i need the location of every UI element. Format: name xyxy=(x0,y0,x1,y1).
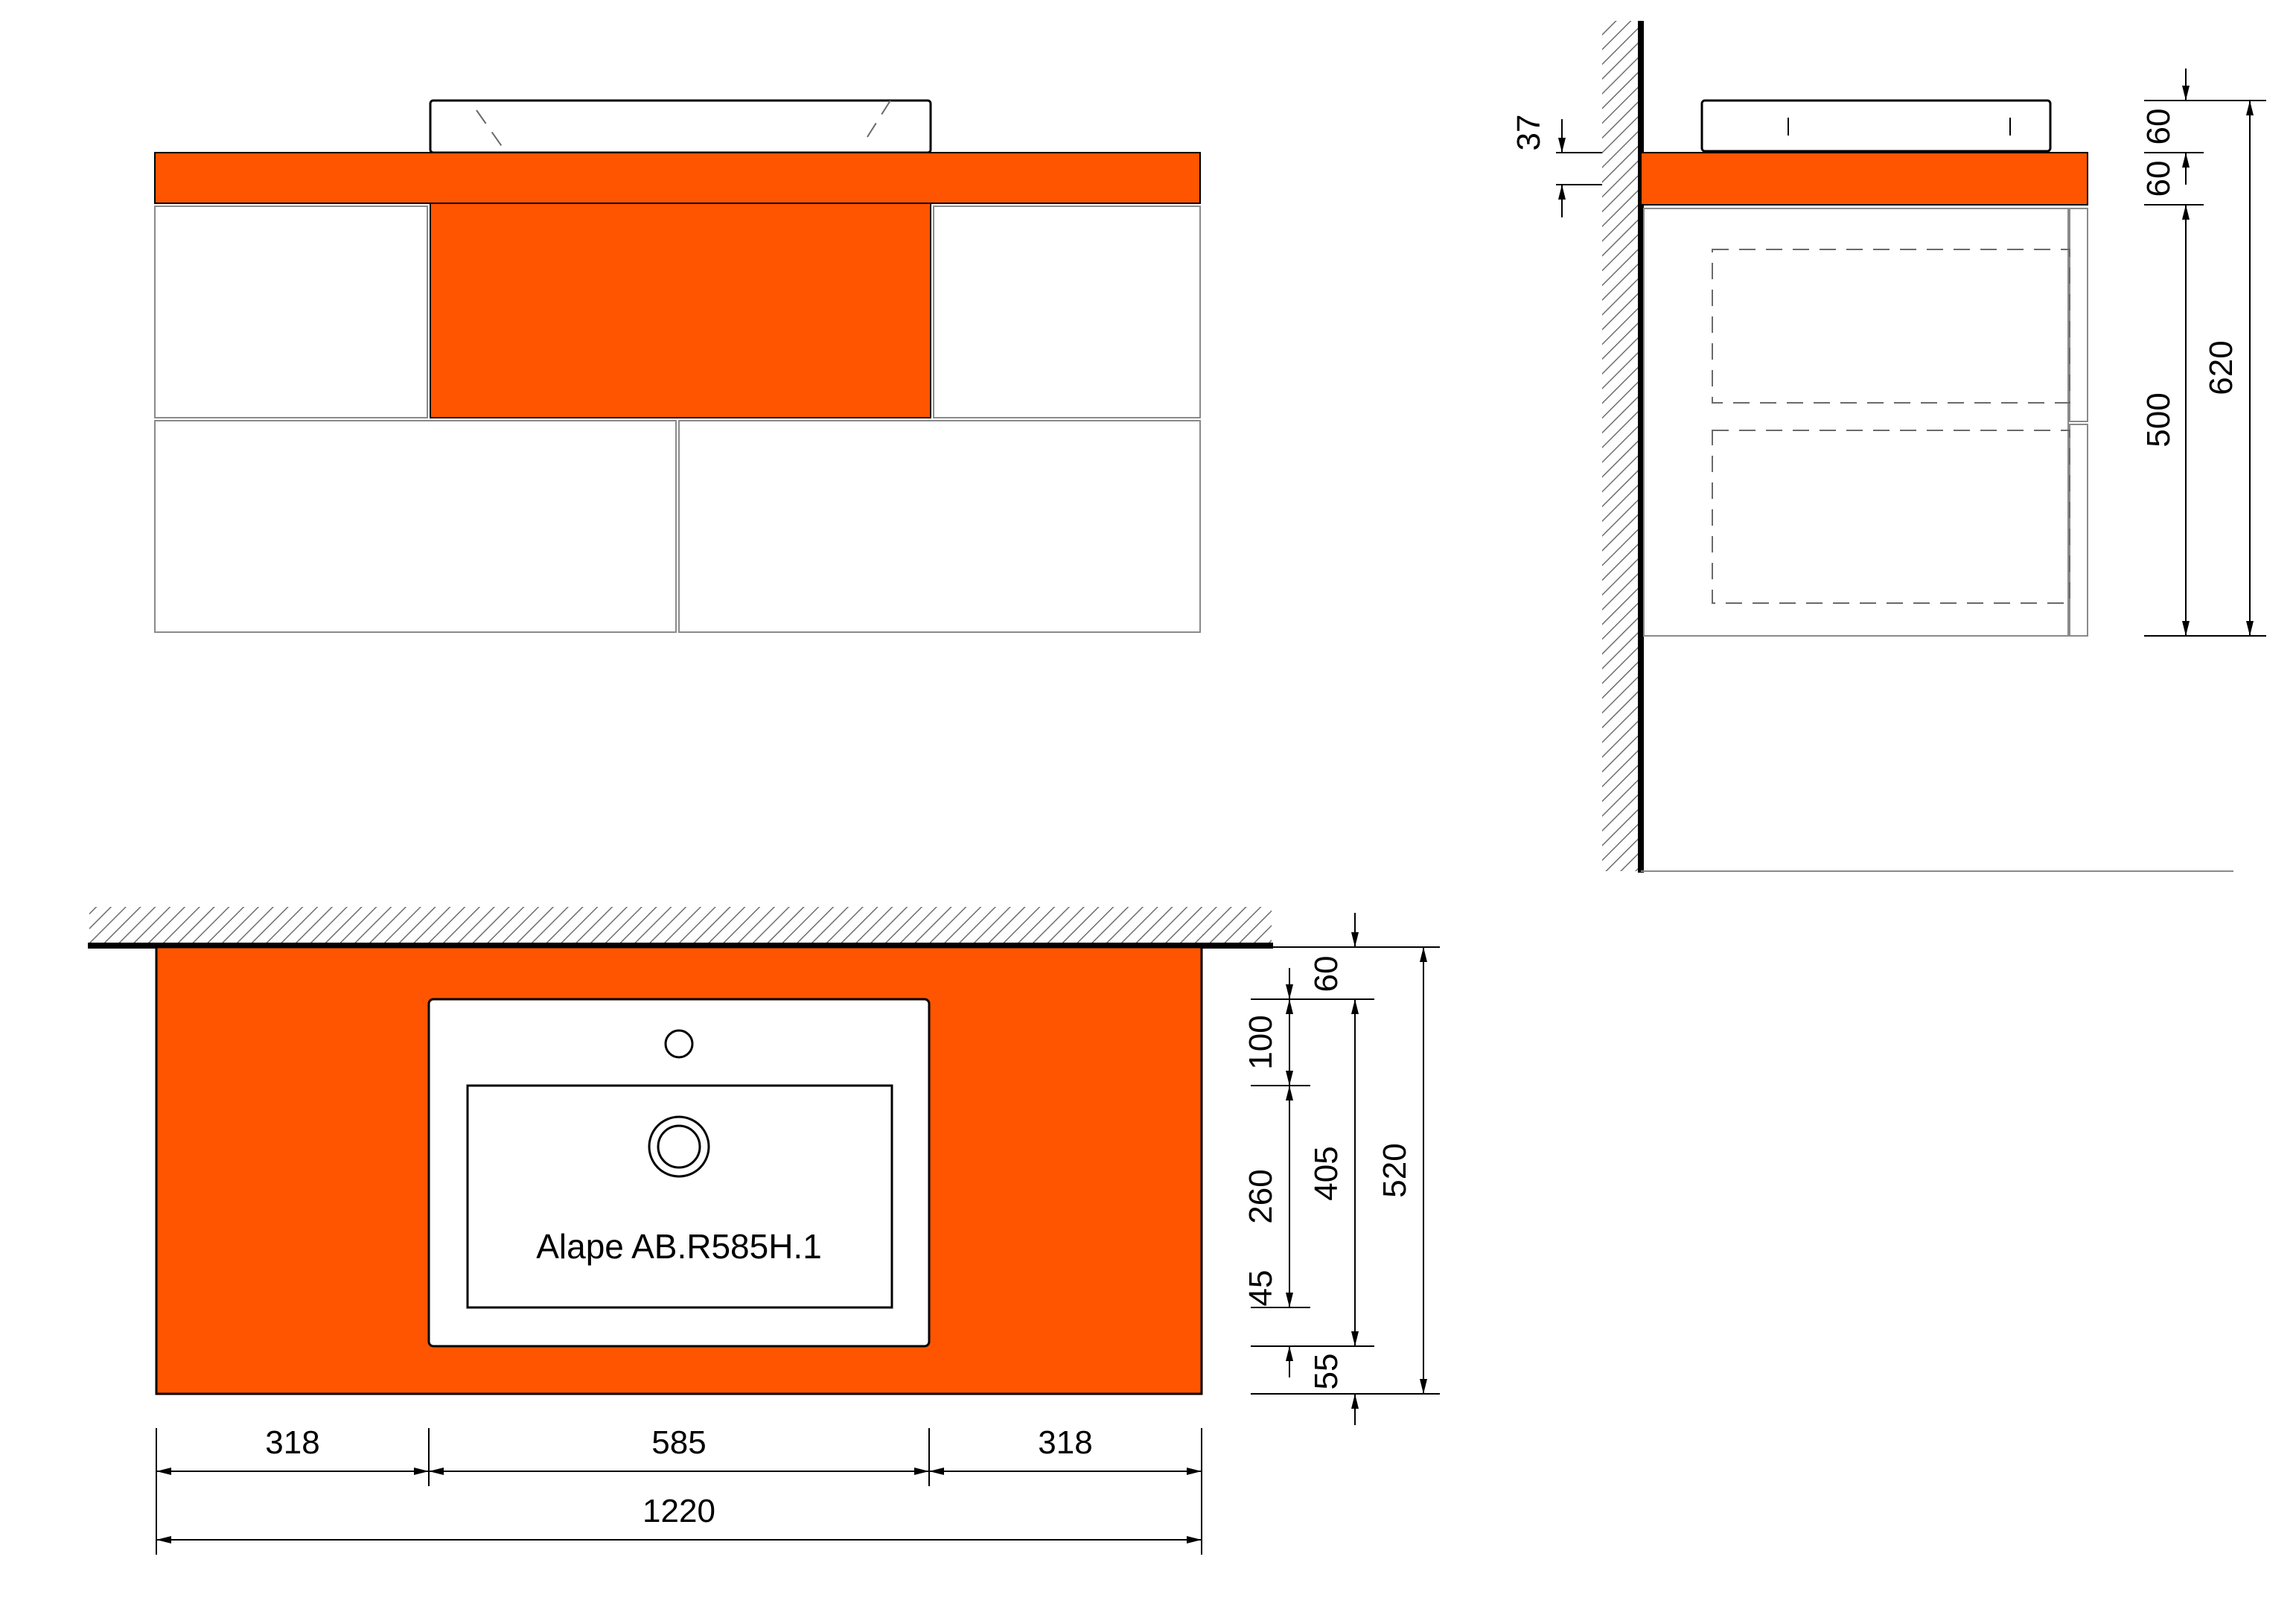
front-drawer-lower-right xyxy=(678,420,1201,633)
top-view: Alape AB.R585H.1 318 585 318 1220 60 405… xyxy=(88,907,1440,1555)
front-countertop xyxy=(154,152,1201,204)
front-panel-upper-right xyxy=(933,206,1201,418)
dim-total-width: 1220 xyxy=(642,1493,715,1529)
dim-side-total-height: 620 xyxy=(2203,340,2239,395)
side-countertop xyxy=(1640,152,2088,206)
dim-bowl-depth: 260 xyxy=(1243,1169,1279,1223)
dim-right-width: 318 xyxy=(1038,1424,1092,1461)
side-front-panel-upper xyxy=(2069,208,2088,422)
front-sink-rim xyxy=(429,99,932,154)
front-sink-dash-left xyxy=(476,109,507,153)
side-front-panel-lower xyxy=(2069,424,2088,637)
side-drawer-lower-hidden xyxy=(1712,430,2070,604)
drain-inner xyxy=(657,1124,701,1169)
front-sink-dash-right xyxy=(861,100,891,146)
dim-side-cabinet-height: 500 xyxy=(2140,392,2177,447)
front-drawer-lower-left xyxy=(154,420,677,633)
side-cabinet xyxy=(1643,208,2069,637)
dim-side-offset: 37 xyxy=(1511,115,1547,151)
dim-sink-width: 585 xyxy=(651,1424,706,1461)
side-elevation: 37 60 60 500 620 xyxy=(1511,21,2266,873)
front-panel-upper-left xyxy=(154,206,428,418)
side-drawer-upper-hidden xyxy=(1712,249,2070,404)
dim-total-depth: 520 xyxy=(1377,1143,1413,1197)
dim-bowl-front: 45 xyxy=(1243,1270,1279,1307)
side-wall-hatch xyxy=(1602,21,1641,871)
sink-model-label: Alape AB.R585H.1 xyxy=(536,1227,822,1266)
dim-front-margin: 55 xyxy=(1308,1354,1345,1390)
dim-left-width: 318 xyxy=(265,1424,319,1461)
dim-tap-zone: 100 xyxy=(1243,1015,1279,1069)
side-sink xyxy=(1700,99,2052,153)
tap-hole xyxy=(664,1029,694,1059)
dim-sink-depth: 405 xyxy=(1308,1146,1345,1200)
front-sink-body xyxy=(430,203,931,418)
dim-side-sink-height: 60 xyxy=(2140,109,2177,145)
dim-side-countertop-thickness: 60 xyxy=(2140,161,2177,197)
top-wall-hatch xyxy=(89,907,1272,944)
front-elevation xyxy=(154,99,1201,633)
dim-back-margin: 60 xyxy=(1308,956,1345,993)
